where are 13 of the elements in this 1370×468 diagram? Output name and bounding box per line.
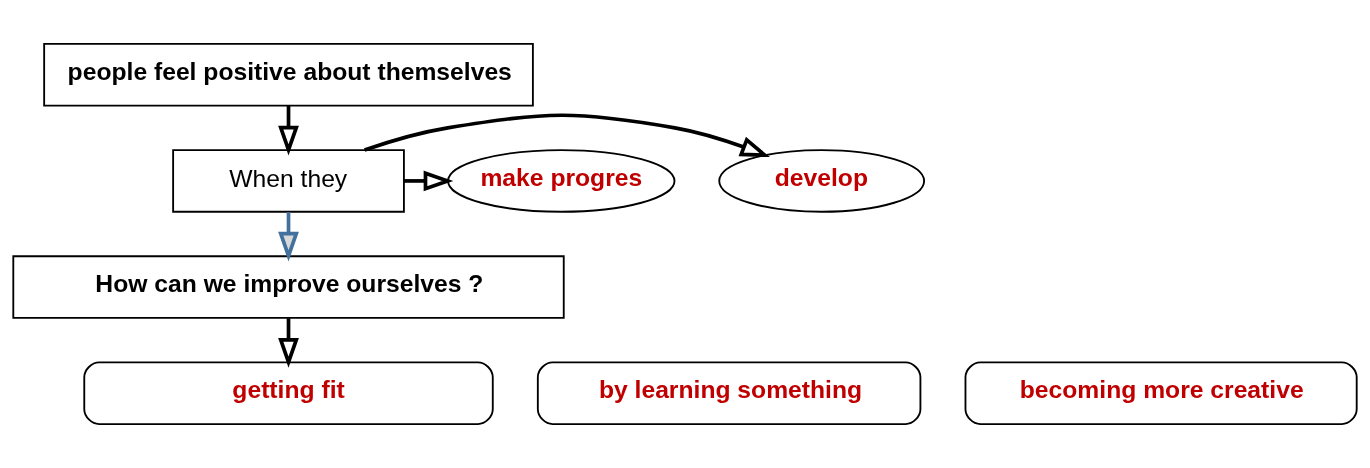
node-box: people feel positive about themselves bbox=[43, 43, 534, 107]
arrow bbox=[278, 106, 299, 156]
node-box: How can we improve ourselves ? bbox=[12, 255, 565, 319]
node-box: getting fit bbox=[83, 361, 494, 425]
node-ellipse: develop bbox=[718, 149, 926, 213]
node-box: becoming more creative bbox=[964, 361, 1358, 425]
arrow bbox=[278, 212, 299, 262]
node-box: by learning something bbox=[536, 361, 922, 425]
arrow bbox=[364, 113, 770, 158]
node-box: When they bbox=[172, 149, 405, 213]
arrow bbox=[404, 170, 454, 192]
node-ellipse: make progres bbox=[447, 149, 676, 213]
arrow bbox=[278, 318, 299, 368]
